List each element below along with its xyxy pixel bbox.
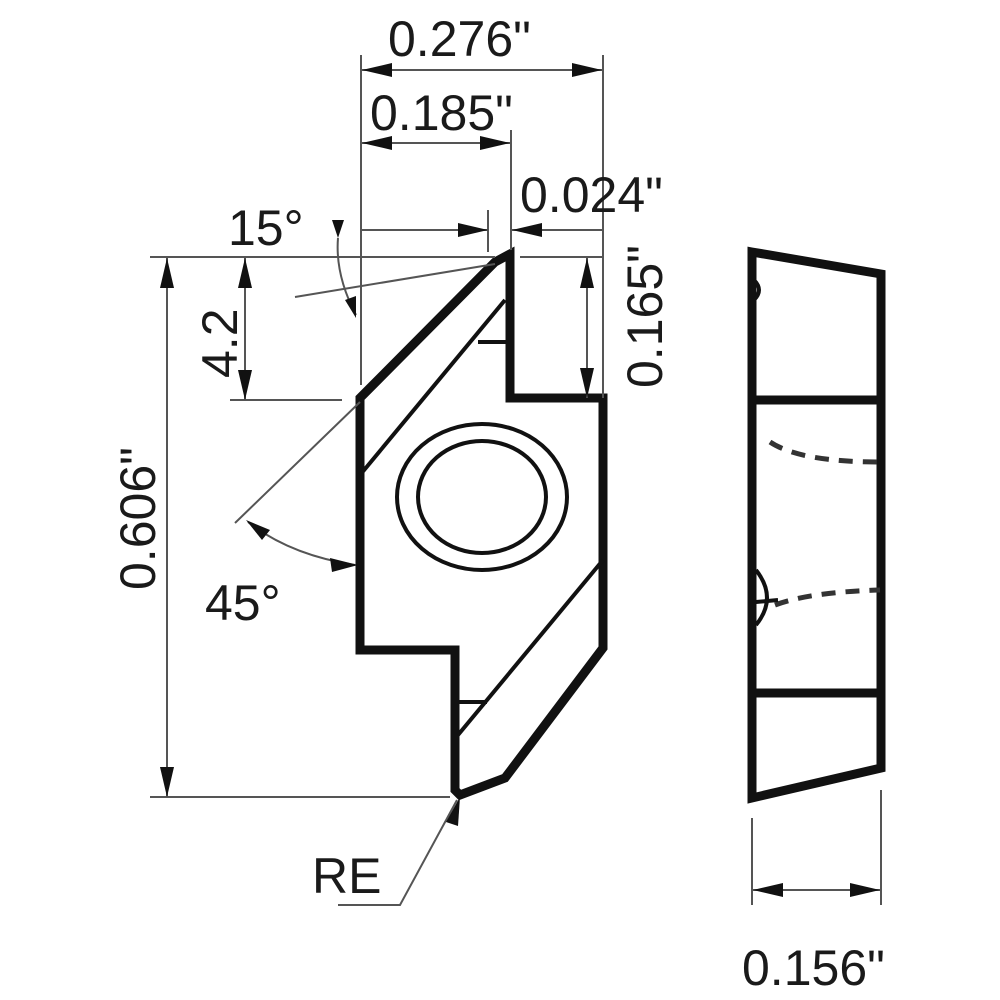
insert-outline <box>355 246 608 801</box>
dim-overall-width: 0.276" <box>388 11 531 67</box>
label-corner-radius: RE <box>312 848 381 904</box>
side-outline <box>747 246 886 804</box>
dim-overall-height: 0.606" <box>110 447 166 590</box>
dim-thickness: 0.156" <box>742 940 885 996</box>
lower-chamfer-line <box>456 558 605 737</box>
side-view <box>747 246 886 804</box>
upper-chamfer-line <box>358 298 507 477</box>
angle-top-relief: 15° <box>228 200 304 256</box>
hidden-line-upper <box>768 439 881 465</box>
hole-section-arc <box>754 568 769 627</box>
angle-side: 45° <box>205 575 281 631</box>
hole-outer-circle <box>395 422 569 572</box>
dimension-lines <box>150 55 882 906</box>
dim-step-height: 0.165" <box>617 245 673 388</box>
hole-section-tick <box>755 598 779 604</box>
dim-step-offset: 0.024" <box>520 167 663 223</box>
front-view <box>355 246 608 801</box>
hole-inner-circle <box>416 439 548 555</box>
dim-chip-height: 4.2 <box>192 308 248 378</box>
hidden-line-lower <box>774 587 881 608</box>
top-radius-arc <box>752 278 761 302</box>
dim-inner-width: 0.185" <box>370 85 513 141</box>
